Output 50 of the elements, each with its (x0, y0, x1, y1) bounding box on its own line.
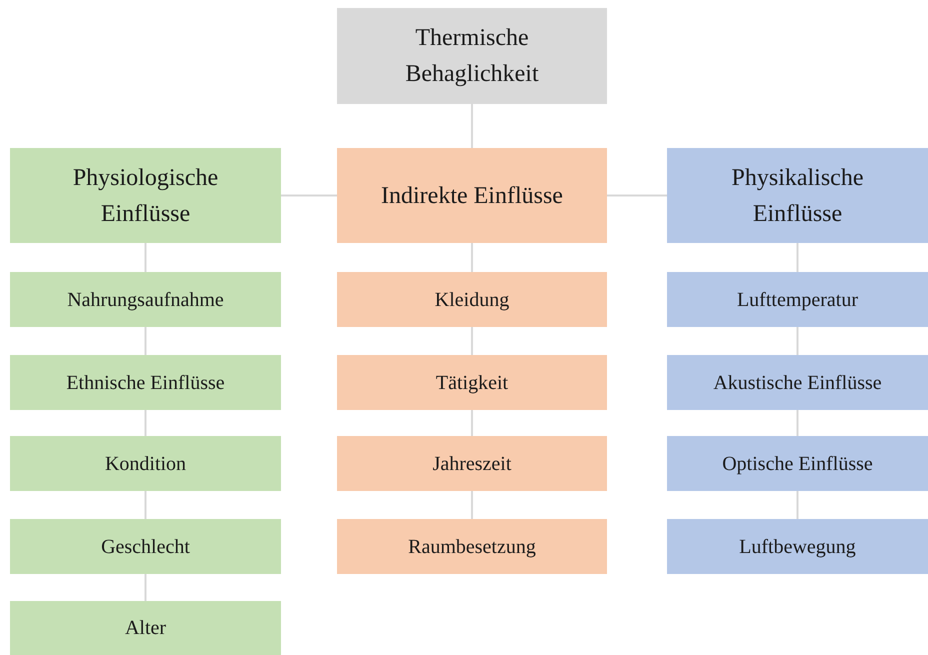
factor-label: Lufttemperatur (736, 288, 858, 312)
factor-label: Jahreszeit (432, 452, 512, 476)
factor-label: Kleidung (434, 288, 510, 312)
factor-box (667, 355, 928, 410)
connector-line (796, 327, 798, 355)
factor-label: Optische Einflüsse (722, 452, 873, 476)
factor-box (10, 519, 281, 574)
category-box (337, 148, 607, 243)
factor-label: Nahrungsaufnahme (67, 288, 224, 312)
connector-line (796, 491, 798, 519)
factor-box (667, 272, 928, 327)
category-label: Physiologische Einflüsse (72, 164, 220, 228)
factor-label: Luftbewegung (739, 534, 856, 560)
factor-label: Kondition (104, 452, 186, 476)
connector-line (281, 194, 337, 196)
category-label: Physikalische Einflüsse (730, 164, 864, 228)
factor-label: Alter (124, 616, 166, 641)
category-box (10, 148, 281, 243)
connector-line (471, 410, 473, 436)
factor-label: Akustische Einflüsse (713, 370, 882, 396)
factor-box (10, 355, 281, 410)
factor-box (10, 436, 281, 491)
factor-box (337, 519, 607, 574)
factor-label: Geschlecht (101, 534, 190, 560)
factor-label: Tätigkeit (436, 370, 508, 396)
factor-box (337, 436, 607, 491)
connector-line (144, 243, 146, 272)
category-box (667, 148, 928, 243)
factor-label: Raumbesetzung (408, 534, 536, 560)
category-label: Indirekte Einflüsse (381, 182, 563, 210)
factor-box (10, 272, 281, 327)
factor-box (667, 436, 928, 491)
factor-box (337, 355, 607, 410)
factor-label: Ethnische Einflüsse (66, 370, 225, 396)
connector-line (471, 327, 473, 355)
connector-line (471, 243, 473, 272)
factor-box (337, 272, 607, 327)
category-box (337, 8, 607, 104)
connector-line (471, 104, 473, 148)
connector-line (607, 194, 667, 196)
connector-line (471, 491, 473, 519)
connector-line (144, 491, 146, 519)
connector-line (144, 410, 146, 436)
connector-line (796, 410, 798, 436)
connector-line (144, 327, 146, 355)
category-label: Thermische Behaglichkeit (404, 24, 540, 89)
connector-line (144, 574, 146, 601)
connector-line (796, 243, 798, 272)
factor-box (10, 601, 281, 655)
factor-box (667, 519, 928, 574)
